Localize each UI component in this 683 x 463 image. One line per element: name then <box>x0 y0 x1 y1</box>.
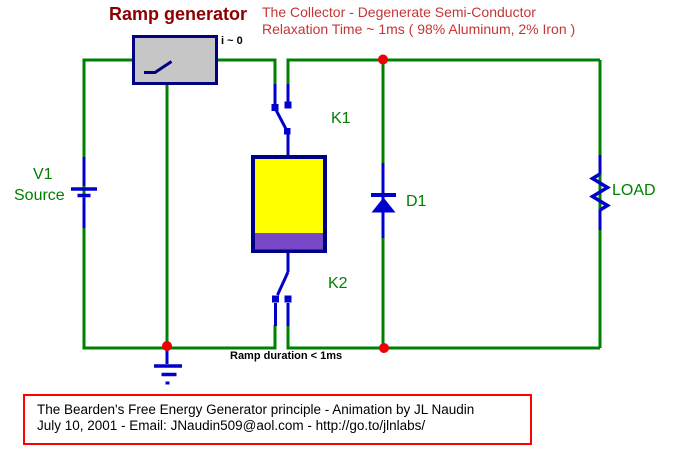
ramp-generator-title: Ramp generator <box>109 4 248 24</box>
k2-contact-left <box>272 295 279 303</box>
current-note-label: i ~ 0 <box>221 35 243 47</box>
ground-icon <box>154 349 182 385</box>
diode-triangle <box>371 197 396 213</box>
switch-k1 <box>271 84 292 155</box>
collector-cell <box>251 155 327 253</box>
wire-bottom-right <box>286 325 600 350</box>
wire-top-main <box>286 58 600 84</box>
description-line1: The Collector - Degenerate Semi-Conducto… <box>262 4 536 20</box>
k1-lever <box>274 108 288 131</box>
k1-contact-right <box>284 101 292 109</box>
switch-k2 <box>272 253 292 326</box>
ramp-waveform-icon <box>144 60 173 74</box>
wire-ramp-to-k1 <box>218 58 277 84</box>
v1-label: V1 <box>33 166 53 183</box>
k1-label: K1 <box>331 110 351 127</box>
wire-left-bottom <box>82 58 277 350</box>
k1-contact-left <box>271 104 279 111</box>
load-label: LOAD <box>612 182 656 199</box>
diode-d1 <box>371 163 396 238</box>
battery-v1 <box>71 157 97 228</box>
junction-dot-bottom <box>379 343 389 353</box>
junction-dot-top <box>378 54 388 65</box>
credit-box: The Bearden's Free Energy Generator prin… <box>23 394 532 445</box>
credit-line1: The Bearden's Free Energy Generator prin… <box>37 402 475 417</box>
d1-label: D1 <box>406 193 427 210</box>
credit-line2: July 10, 2001 - Email: JNaudin509@aol.co… <box>37 418 426 433</box>
wire-network <box>82 58 602 350</box>
collector-depletion-band <box>255 233 323 250</box>
description-line2: Relaxation Time ~ 1ms ( 98% Aluminum, 2%… <box>262 21 576 37</box>
ramp-generator-box <box>132 35 218 85</box>
k2-label: K2 <box>328 275 348 292</box>
resistor-zigzag <box>589 172 611 212</box>
source-label: Source <box>14 187 65 204</box>
k1-contact-lower <box>284 128 291 135</box>
k2-contact-right <box>284 295 292 303</box>
ramp-duration-label: Ramp duration < 1ms <box>230 350 343 362</box>
load-resistor <box>589 155 611 230</box>
junction-dot-ground <box>162 341 172 351</box>
k2-lever <box>276 271 290 296</box>
